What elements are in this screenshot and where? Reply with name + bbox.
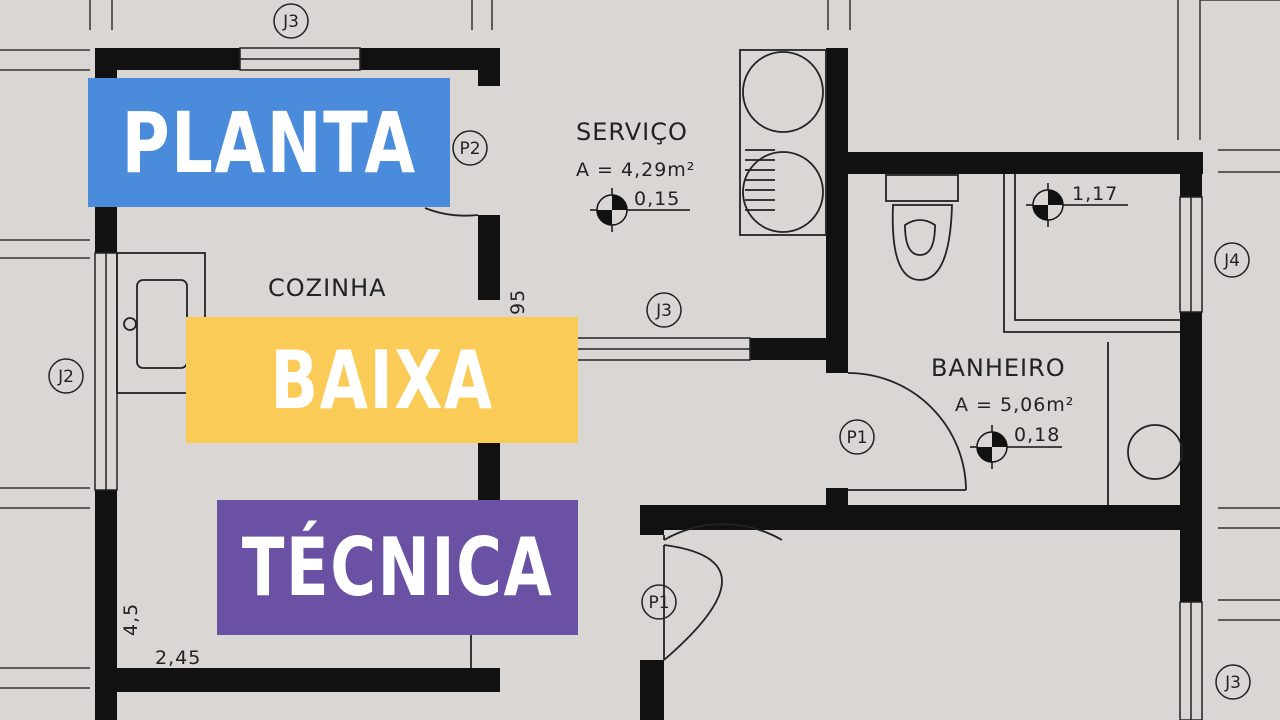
room-banheiro-area: A = 5,06m² [955,394,1074,416]
title-baixa-text: BAIXA [270,333,494,427]
tag-p2: P2 [459,139,480,159]
dimension-4-5: 4,5 [120,603,142,636]
dimension-2-45: 2,45 [155,647,201,669]
title-planta-banner: PLANTA [88,78,450,207]
room-servico-area: A = 4,29m² [576,159,695,181]
tag-circles [48,3,1251,700]
room-banheiro-level: 0,18 [1014,424,1060,446]
room-banheiro-name: BANHEIRO [931,354,1066,382]
room-servico-level: 0,15 [634,188,680,210]
tag-j3-bottom-right: J3 [1224,673,1241,693]
laundry-sinks [739,49,827,236]
walls [95,48,1203,720]
tag-p1-bath: P1 [846,428,867,448]
guide-lines [0,0,1280,689]
title-tecnica-text: TÉCNICA [241,521,554,614]
level-markers [590,183,1128,469]
title-tecnica-banner: TÉCNICA [217,500,578,635]
dimension-95: 95 [507,289,529,315]
tag-j3-top: J3 [282,12,299,32]
tag-p1-bottom: P1 [648,593,669,613]
doors [424,207,967,668]
level-box-shower: 1,17 [1072,183,1118,205]
room-servico-name: SERVIÇO [576,118,688,146]
tag-j4: J4 [1223,251,1240,271]
tag-j2: J2 [57,367,74,387]
title-baixa-banner: BAIXA [186,317,578,443]
room-cozinha-name: COZINHA [268,274,387,302]
tag-j3-mid: J3 [655,301,672,321]
title-planta-text: PLANTA [121,93,417,192]
bathroom-fixtures [885,174,1183,505]
